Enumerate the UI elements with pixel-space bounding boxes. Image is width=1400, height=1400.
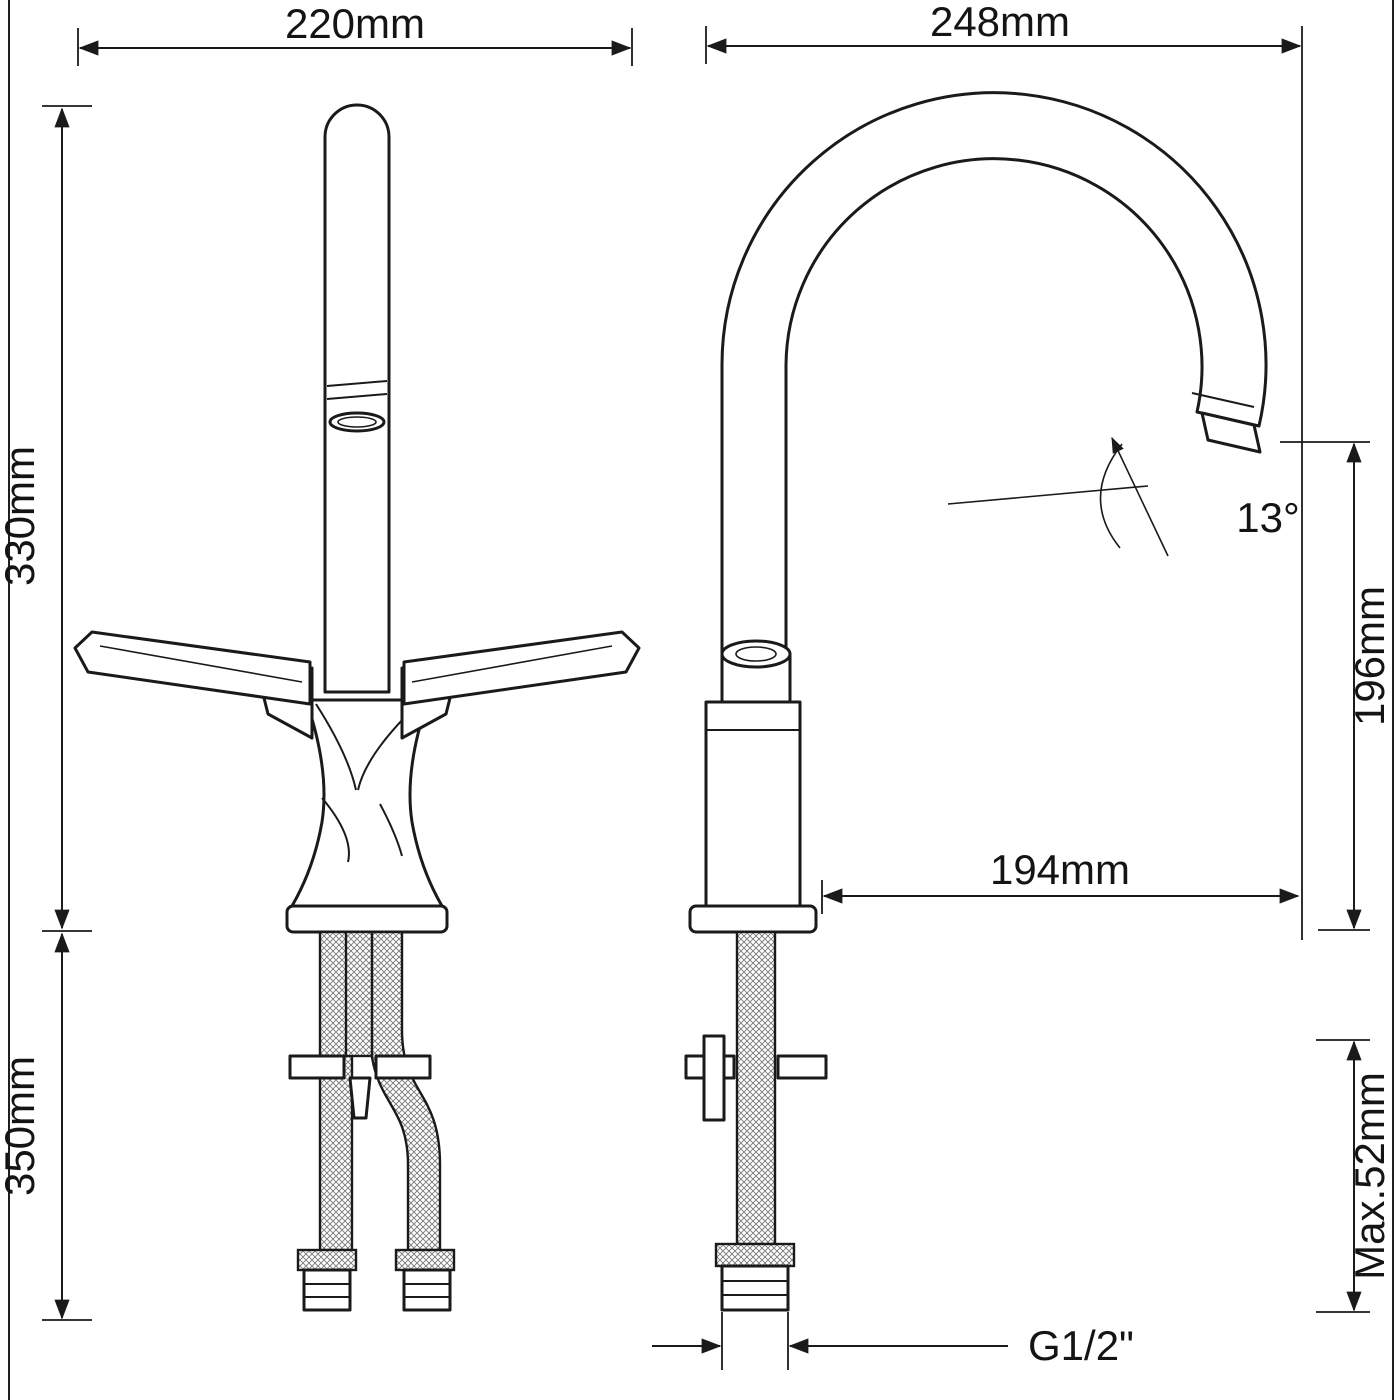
front-spout-joint-line [326,380,388,387]
front-right-fitting-nut [402,1268,452,1312]
dim-label-reach: 194mm [990,846,1130,893]
dim-label-spout-height: 196mm [1346,586,1393,726]
side-threaded-stud [735,930,777,1246]
dim-label-max-thickness: Max.52mm [1346,1072,1393,1280]
dim-label-height-bottom: 350mm [0,1056,43,1196]
left-handle-lever [73,630,312,706]
side-body [704,700,802,910]
front-left-fitting-collar [296,1248,358,1272]
side-view [684,91,1268,1312]
front-spout-tube [323,103,391,694]
side-fitting-collar [714,1242,796,1268]
front-base-plate [285,904,449,934]
dim-label-height-top: 330mm [0,446,43,586]
side-handle-knob-inner [735,646,777,662]
dim-label-thread: G1/2" [1028,1322,1134,1369]
front-spout-joint-line [326,393,388,400]
front-body-contour [321,797,350,863]
front-right-fitting-collar [394,1248,456,1272]
front-mounting-bracket-right [374,1054,432,1080]
front-body-contour [379,803,403,857]
dim-label-side-width: 248mm [930,0,1070,45]
front-body [290,698,444,908]
front-mounting-stud [344,930,374,1058]
front-mounting-bracket-left [288,1054,346,1080]
front-stud-tip [348,1076,372,1120]
dimension-annotations: 220mm 330mm 350mm 248mm 13° 196mm 194mm [0,0,1393,1370]
angle-ref-line [947,485,1149,505]
front-view [73,103,641,1312]
side-handle-knob-top [720,639,792,669]
side-gooseneck-spout [720,91,1268,694]
side-base-plate [688,904,818,934]
angle-line [1111,436,1169,557]
dim-label-angle: 13° [1236,494,1300,541]
front-left-fitting-nut [302,1268,352,1312]
side-spout-band [1191,392,1255,408]
angle-arc [1099,443,1123,549]
front-aerator-inner [337,416,377,428]
front-body-contour [315,703,357,791]
side-fitting-nut [720,1264,790,1312]
dim-label-front-width: 220mm [285,0,425,47]
left-handle-edge [99,645,303,683]
front-right-hose [368,930,442,1252]
side-mounting-bracket-right [776,1054,828,1080]
right-handle-edge [411,645,613,683]
front-aerator [328,411,386,433]
side-bracket-tab [702,1034,726,1122]
side-aerator-tip [1200,411,1262,454]
right-handle-lever [402,630,641,706]
